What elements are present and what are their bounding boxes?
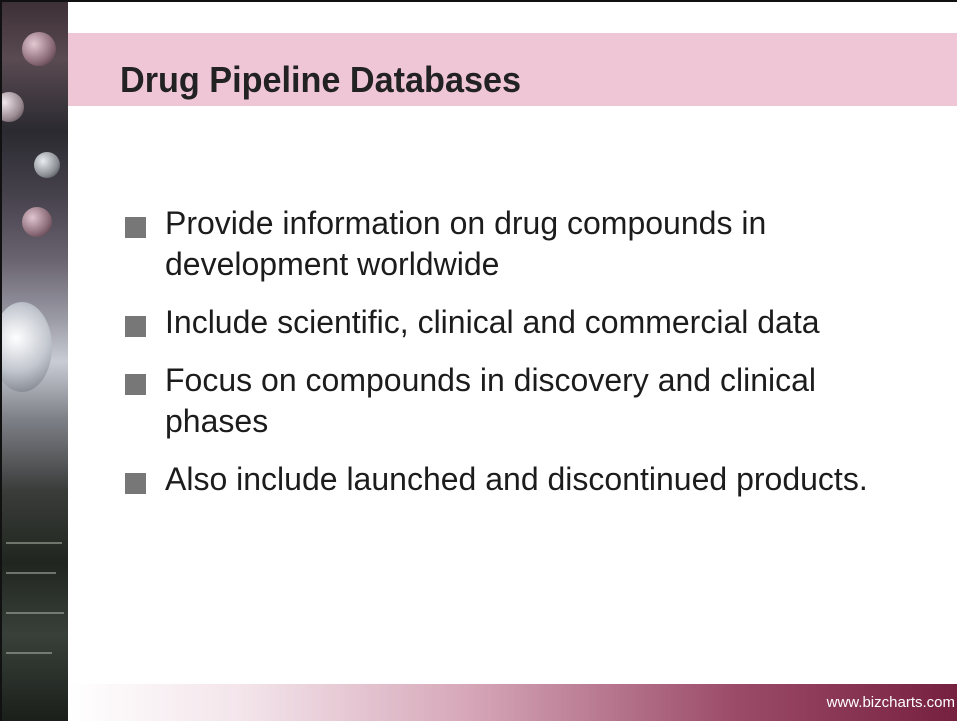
- circuit-line: [6, 542, 62, 544]
- square-bullet-icon: [125, 473, 146, 494]
- glass-bulb: [2, 302, 52, 392]
- square-bullet-icon: [125, 374, 146, 395]
- square-bullet-icon: [125, 217, 146, 238]
- bullet-item: Include scientific, clinical and commerc…: [125, 302, 925, 343]
- bullet-list: Provide information on drug compounds in…: [125, 203, 925, 517]
- circuit-line: [6, 572, 56, 574]
- footer-gradient-bar: [68, 684, 957, 721]
- molecule-atom: [22, 32, 56, 66]
- molecule-atom: [2, 92, 24, 122]
- bullet-item: Also include launched and discontinued p…: [125, 459, 925, 500]
- circuit-line: [6, 612, 64, 614]
- molecule-atom: [22, 207, 52, 237]
- square-bullet-icon: [125, 316, 146, 337]
- circuit-line: [6, 652, 52, 654]
- footer-url[interactable]: www.bizcharts.com: [826, 694, 955, 711]
- bullet-text: Also include launched and discontinued p…: [165, 461, 868, 497]
- bullet-item: Focus on compounds in discovery and clin…: [125, 360, 925, 442]
- slide-title: Drug Pipeline Databases: [120, 59, 522, 100]
- bullet-item: Provide information on drug compounds in…: [125, 203, 925, 285]
- bullet-text: Provide information on drug compounds in…: [165, 205, 767, 282]
- bullet-text: Focus on compounds in discovery and clin…: [165, 362, 816, 439]
- decorative-side-image: [2, 2, 68, 721]
- bullet-text: Include scientific, clinical and commerc…: [165, 304, 820, 340]
- title-band: [68, 33, 957, 106]
- molecule-atom: [34, 152, 60, 178]
